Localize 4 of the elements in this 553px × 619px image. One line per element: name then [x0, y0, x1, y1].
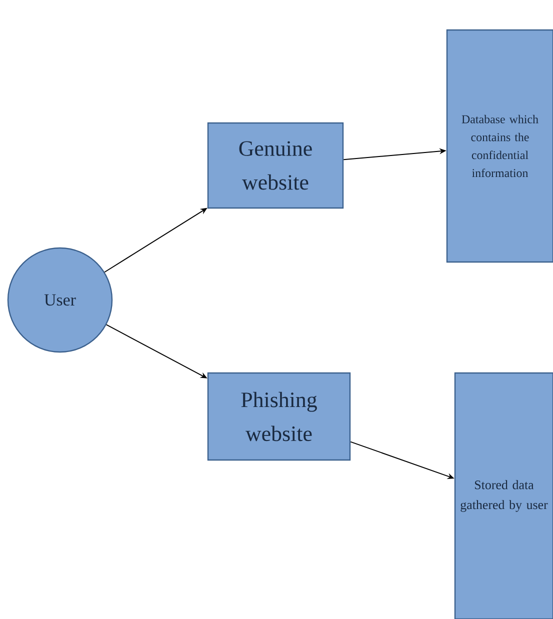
storage-box: Stored data gathered by user	[454, 372, 553, 619]
website-box: Genuine website	[207, 122, 344, 209]
storage-box: Database which contains the confidential information	[446, 29, 553, 263]
website-box: Phishing website	[207, 372, 351, 461]
